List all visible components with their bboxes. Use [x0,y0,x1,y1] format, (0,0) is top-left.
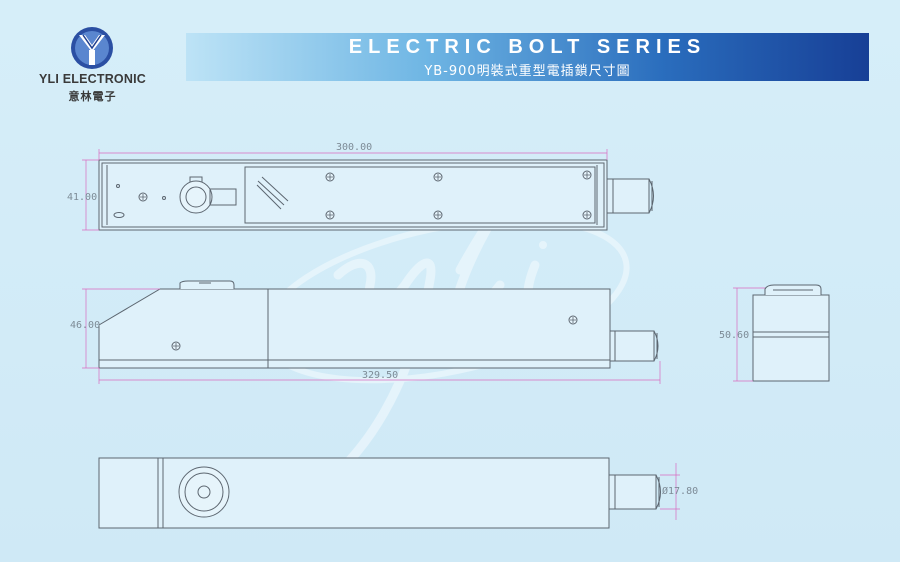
dim-bolt-diameter: Ø17.80 [662,485,698,497]
end-dimension-lines [733,287,765,382]
screw-icon [582,210,592,220]
top-view [98,159,654,231]
end-view [752,284,830,382]
screw-icon [433,172,443,182]
screw-icon [325,172,335,182]
banner-subtitle: YB-900明裝式重型電插鎖尺寸圖 [424,64,631,79]
dim-end-height: 50.60 [719,330,749,341]
side-view [98,280,659,369]
brand-subname: 意林電子 [68,90,117,103]
screw-icon [568,315,578,325]
yli-logo-icon [71,27,113,69]
dim-top-height: 41.00 [67,192,97,203]
side-view-screws [171,315,578,351]
bottom-dimension-lines [660,463,680,520]
side-dimension-lines [82,288,661,384]
top-view-screws [138,170,592,220]
brand-name: YLI ELECTRONIC [39,72,146,86]
dim-top-length: 300.00 [336,142,372,153]
screw-icon [325,210,335,220]
screw-icon [138,192,148,202]
banner-title: ELECTRIC BOLT SERIES [348,36,707,58]
dim-side-length: 329.50 [362,370,398,381]
screw-icon [433,210,443,220]
screw-icon [582,170,592,180]
title-banner: ELECTRIC BOLT SERIES YB-900明裝式重型電插鎖尺寸圖 [186,33,869,81]
dim-side-height: 46.00 [70,320,100,331]
top-dimension-lines [82,149,608,231]
bottom-view [98,457,661,529]
screw-icon [171,341,181,351]
